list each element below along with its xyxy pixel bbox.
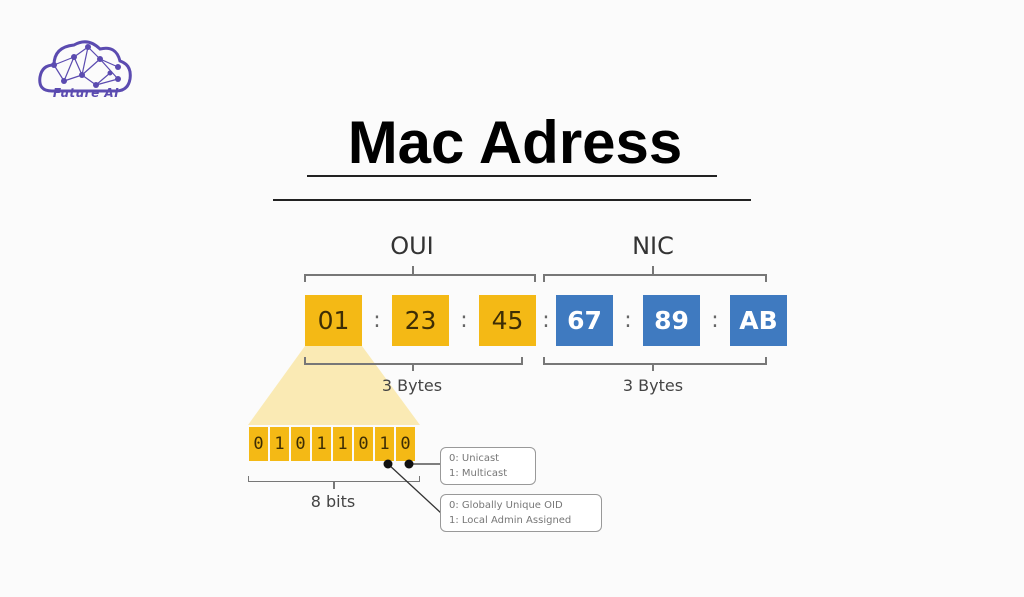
oui-label: OUI xyxy=(390,232,434,260)
bit-1: 1 xyxy=(270,427,289,461)
bit-7: 0 xyxy=(396,427,415,461)
nic-top-bracket xyxy=(543,274,767,282)
oui-size-label: 3 Bytes xyxy=(381,376,443,395)
nic-size-label: 3 Bytes xyxy=(622,376,684,395)
bit-6-dot xyxy=(383,459,393,469)
oui-bottom-bracket-tick xyxy=(412,363,414,371)
bit-4: 1 xyxy=(333,427,352,461)
nic-byte-1: 67 xyxy=(556,295,613,346)
mac-address-row: 01 : 23 : 45 : 67 : 89 : AB xyxy=(305,295,787,346)
separator: : xyxy=(542,308,550,333)
oui-byte-2: 23 xyxy=(392,295,449,346)
oui-byte-3: 45 xyxy=(479,295,536,346)
bit-3: 1 xyxy=(312,427,331,461)
nic-label: NIC xyxy=(632,232,674,260)
bit-7-dot xyxy=(404,459,414,469)
brand-name: Future AI xyxy=(52,86,120,100)
oui-top-bracket-tick xyxy=(412,266,414,275)
oui-top-bracket xyxy=(304,274,536,282)
nic-byte-2: 89 xyxy=(643,295,700,346)
legend-line: 0: Globally Unique OID xyxy=(449,500,563,511)
legend-line: 1: Local Admin Assigned xyxy=(449,515,572,526)
bits-size-label: 8 bits xyxy=(310,492,356,511)
bits-row: 0 1 0 1 1 0 1 0 xyxy=(249,427,415,461)
title-divider xyxy=(273,199,751,201)
page-title: Mac Adress xyxy=(347,109,683,176)
legend-admin-type: 0: Globally Unique OID 1: Local Admin As… xyxy=(440,494,602,532)
oui-byte-1: 01 xyxy=(305,295,362,346)
legend-line: 1: Multicast xyxy=(449,468,508,479)
nic-bottom-bracket-tick xyxy=(652,363,654,371)
nic-byte-3: AB xyxy=(730,295,787,346)
separator: : xyxy=(711,308,719,333)
bit-2: 0 xyxy=(291,427,310,461)
nic-bottom-bracket xyxy=(543,357,767,365)
separator: : xyxy=(373,308,381,333)
title-underline xyxy=(307,175,717,177)
bit-0: 0 xyxy=(249,427,268,461)
bit-5: 0 xyxy=(354,427,373,461)
nic-top-bracket-tick xyxy=(652,266,654,275)
legend-cast-type: 0: Unicast 1: Multicast xyxy=(440,447,536,485)
legend-line: 0: Unicast xyxy=(449,453,500,464)
separator: : xyxy=(460,308,468,333)
bit-6: 1 xyxy=(375,427,394,461)
cloud-network-icon xyxy=(38,40,132,93)
separator: : xyxy=(624,308,632,333)
bits-bracket-tick xyxy=(333,481,335,489)
